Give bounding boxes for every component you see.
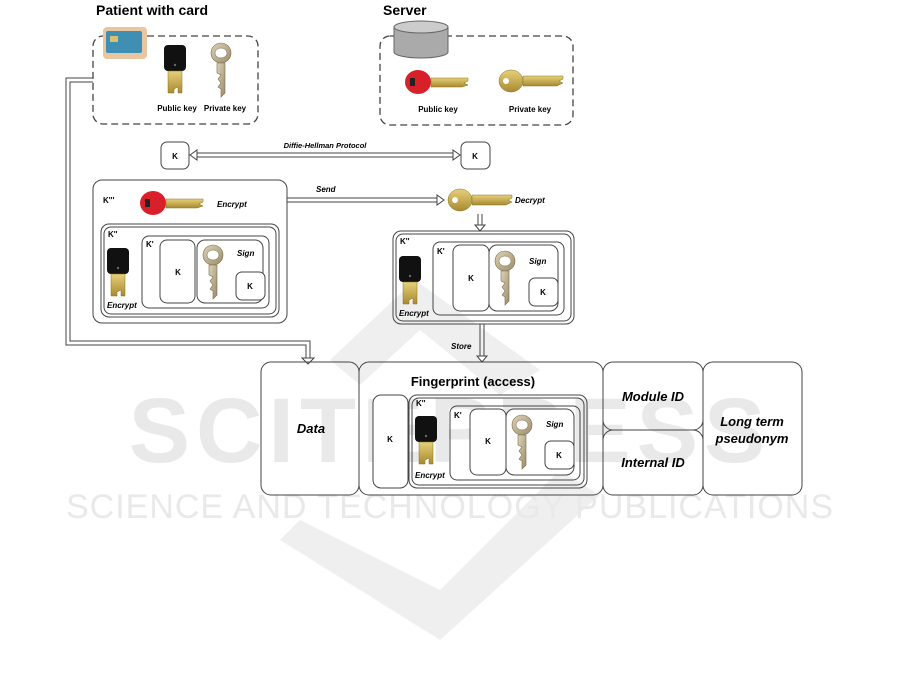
server-session-key-label: K: [472, 152, 478, 161]
fingerprint-inner-label: K': [454, 411, 462, 420]
card-data-flow-connector: [65, 77, 316, 365]
record-pseudonym-line1: Long term: [720, 414, 784, 429]
sender-signed-key-box: [235, 271, 266, 301]
fingerprint-middle-action: Encrypt: [415, 471, 445, 480]
send-arrow: [287, 194, 445, 206]
record-fingerprint-label: Fingerprint (access): [411, 374, 535, 389]
sender-encrypt-black-key-icon: [106, 247, 130, 297]
server-private-key-icon: [496, 66, 568, 96]
fingerprint-middle-envelope: [408, 394, 588, 489]
diffie-hellman-label: Diffie-Hellman Protocol: [284, 141, 368, 150]
record-fingerprint-cell: [358, 361, 604, 496]
sender-middle-label: K'': [108, 230, 118, 239]
record-data-label: Data: [297, 421, 325, 436]
sender-sign-label: Sign: [237, 249, 254, 258]
sender-data-key-label: K: [175, 268, 181, 277]
sender-inner-envelope: [141, 235, 270, 309]
record-module-id-label: Module ID: [622, 389, 685, 404]
patient-session-key-box: [160, 141, 190, 170]
smart-card-image: [103, 27, 147, 59]
received-sign-label: Sign: [529, 257, 546, 266]
sender-encrypt-red-key-icon: [138, 188, 208, 218]
record-pseudonym-line2: pseudonym: [715, 431, 789, 446]
patient-session-key-label: K: [172, 152, 178, 161]
fingerprint-middle-label: K'': [416, 399, 426, 408]
sender-data-key-box: [159, 239, 196, 304]
server-public-key-label: Public key: [418, 105, 458, 114]
diffie-hellman-arrow: [189, 149, 461, 161]
patient-public-key-icon: [163, 44, 187, 94]
patient-private-key-label: Private key: [204, 104, 247, 113]
server-decrypt-gold-key-icon: [445, 185, 517, 215]
server-private-key-label: Private key: [509, 105, 552, 114]
received-signed-key-box: [528, 277, 559, 307]
received-inner-label: K': [437, 247, 445, 256]
server-title: Server: [383, 2, 427, 18]
sender-middle-envelope-inner: [103, 226, 277, 315]
patient-title: Patient with card: [96, 2, 208, 18]
received-signed-key-label: K: [540, 288, 546, 297]
received-middle-label: K'': [400, 237, 410, 246]
sender-signed-key-label: K: [247, 282, 253, 291]
database-icon: [393, 20, 449, 59]
fingerprint-middle-envelope-inner: [411, 397, 585, 486]
fingerprint-sign-label: Sign: [546, 420, 563, 429]
store-arrow: [475, 324, 489, 363]
sender-middle-action: Encrypt: [107, 301, 137, 310]
watermark-big-text: SCITEPRESS: [129, 380, 772, 482]
store-label: Store: [451, 342, 472, 351]
fingerprint-signed-key-box: [544, 440, 575, 470]
sender-inner-label: K': [146, 240, 154, 249]
watermark-logo: [330, 280, 540, 395]
fingerprint-key-label: K: [387, 435, 393, 444]
server-session-key-box: [460, 141, 491, 170]
received-inner-envelope: [432, 241, 565, 316]
watermark-logo-lower: [280, 470, 600, 640]
record-pseudonym-cell: [702, 361, 803, 496]
fingerprint-inner-envelope: [449, 405, 581, 481]
server-box: [379, 35, 574, 126]
server-public-key-icon: [403, 67, 473, 97]
fingerprint-signed-key-label: K: [556, 451, 562, 460]
patient-box: [92, 35, 259, 125]
sender-middle-envelope: [100, 223, 280, 318]
decrypt-label: Decrypt: [515, 196, 545, 205]
patient-public-key-label: Public key: [157, 104, 197, 113]
received-data-key-label: K: [468, 274, 474, 283]
watermark: SCITEPRESS SCIENCE AND TECHNOLOGY PUBLIC…: [66, 280, 834, 640]
sender-outer-envelope: [92, 179, 288, 324]
watermark-small-text: SCIENCE AND TECHNOLOGY PUBLICATIONS: [66, 488, 834, 526]
fingerprint-data-key-label: K: [485, 437, 491, 446]
decrypt-down-arrow: [473, 214, 487, 232]
patient-private-key-icon: [210, 42, 232, 98]
record-internal-id-label: Internal ID: [621, 455, 685, 470]
received-middle-action: Encrypt: [399, 309, 429, 318]
sender-outer-action: Encrypt: [217, 200, 247, 209]
received-middle-envelope-inner: [395, 233, 572, 322]
fingerprint-key-box: [372, 394, 409, 489]
sender-outer-label: K''': [103, 196, 115, 205]
send-label: Send: [316, 185, 337, 194]
